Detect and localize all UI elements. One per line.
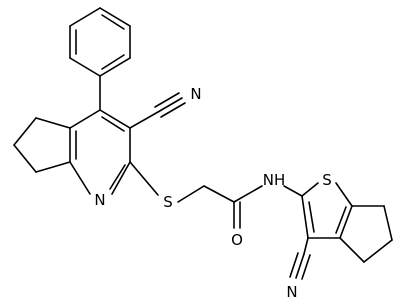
- pyridine-ring: [69, 109, 131, 195]
- nitrile-group-pyridine: [129, 92, 186, 129]
- phenyl-ring: [69, 7, 131, 77]
- pyridine-n-label: N: [94, 191, 105, 209]
- amide-nh-label: NH: [263, 171, 286, 189]
- thiophene-ring: [301, 182, 353, 239]
- thioether-linker: [129, 161, 235, 203]
- thiophene-s-label: S: [322, 171, 332, 189]
- cyclopentane-ring-left: [13, 117, 71, 173]
- carbonyl-group: [233, 185, 263, 229]
- thioether-s-label: S: [163, 193, 173, 211]
- carbonyl-o-label: O: [231, 231, 243, 249]
- nitrile-group-thiophene: [289, 237, 311, 280]
- cyclopentane-ring-right: [339, 205, 393, 263]
- nitrile-n-pyridine-label: N: [190, 85, 201, 103]
- amide-thiophene-bond: [283, 185, 303, 197]
- nitrile-n-thiophene-label: N: [286, 283, 297, 301]
